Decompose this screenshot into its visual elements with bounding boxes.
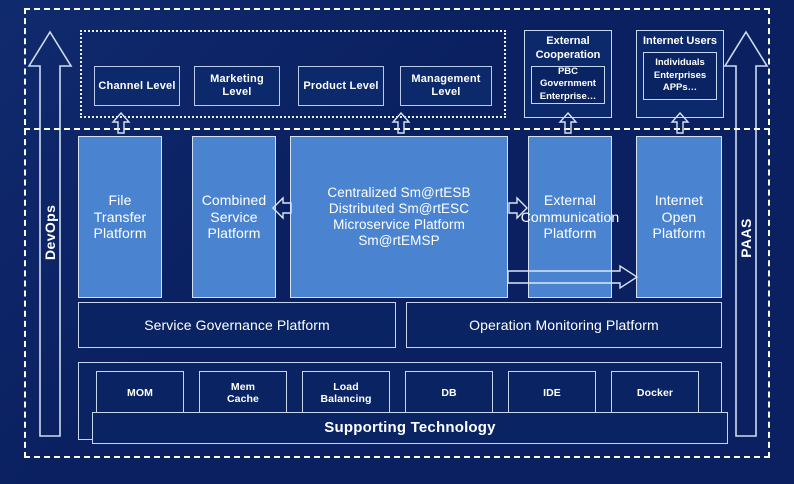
internet-users-detail: Individuals Enterprises APPs… [643,51,717,100]
platform-label-line: External [543,192,597,209]
technology-tile-line1: IDE [543,386,561,399]
external-cooperation-title: External Cooperation [525,31,611,63]
paas-label: PAAS [738,218,754,258]
platform-label-line: Platform [543,225,597,242]
connector-arrow-integration-core [391,111,411,134]
flow-arrow-core-to-external-comm [508,196,528,220]
platform-label-line: Open [661,208,697,225]
technology-tile-line2: Cache [226,393,259,405]
platform-file-transfer[interactable]: File Transfer Platform [78,136,162,298]
platform-label-line: Platform [207,225,261,242]
paas-arrow-icon [723,30,769,437]
business-level-channel[interactable]: Channel Level [94,66,180,106]
platform-label-line: Transfer [93,208,147,225]
external-cooperation-title-line2: Cooperation [535,48,601,61]
platform-label-line: Microservice Platform Sm@rtEMSP [333,217,465,248]
platform-label-line: Service [210,208,258,225]
business-level-label: Management Level [411,73,481,98]
technology-tile-line1: Docker [636,386,674,399]
technology-tile-db[interactable]: DB [405,371,493,415]
platform-label-line: Distributed Sm@rtESC [328,201,470,217]
platform-label-line: Platform [652,225,706,242]
platform-boundary-dashed-line [24,128,770,130]
technology-tile-mom[interactable]: MOM [96,371,184,415]
flow-arrow-core-to-internet-open [507,264,639,290]
business-level-label: Channel Level [98,79,176,92]
connector-arrow-internet-open [670,111,690,134]
technology-tile-docker[interactable]: Docker [611,371,699,415]
business-level-marketing[interactable]: Marketing Level [194,66,280,106]
platform-label-line: Combined [201,192,267,209]
internet-users-detail-line2: Enterprises [653,69,707,81]
external-cooperation-detail: PBC Government Enterprise… [531,65,605,104]
devops-label: DevOps [42,204,58,260]
diagram-outer-boundary [24,8,770,458]
internet-users-detail-line3: APPs… [662,81,698,93]
supporting-technology-banner[interactable]: Supporting Technology [92,412,728,444]
platform-label-line: Centralized Sm@rtESB [327,185,471,201]
business-level-product[interactable]: Product Level [298,66,384,106]
platform-label-line: File [108,192,132,209]
supporting-technology-label: Supporting Technology [324,419,496,437]
technology-tile-line1: MOM [127,386,153,399]
business-level-label: Product Level [303,79,379,92]
technology-tile-line2: Balancing [320,393,372,405]
paas-pillar [722,28,770,440]
management-platform-label: Service Governance Platform [144,316,330,333]
business-level-label: Marketing Level [210,73,264,98]
external-cooperation-group[interactable]: External Cooperation PBC Government Ente… [524,30,612,118]
platform-external-communication[interactable]: External Communication Platform [521,136,619,298]
technology-tile-mem-cache[interactable]: Mem Cache [199,371,287,415]
internet-users-group[interactable]: Internet Users Individuals Enterprises A… [636,30,724,118]
technology-tile-line1: Load [333,380,359,393]
platform-label-line: Platform [93,225,147,242]
management-platform-service-governance[interactable]: Service Governance Platform [78,302,396,348]
technology-tile-ide[interactable]: IDE [508,371,596,415]
internet-users-title: Internet Users [637,31,723,49]
platform-integration-core[interactable]: Centralized Sm@rtESB Distributed Sm@rtES… [290,136,508,298]
technology-tile-load-balancing[interactable]: Load Balancing [302,371,390,415]
business-level-management[interactable]: Management Level [400,66,492,106]
external-cooperation-detail-line2: Enterprise… [539,90,597,102]
management-platform-operation-monitoring[interactable]: Operation Monitoring Platform [406,302,722,348]
flow-arrow-core-to-combined [272,196,292,220]
management-platform-label: Operation Monitoring Platform [469,316,659,333]
platform-internet-open[interactable]: Internet Open Platform [636,136,722,298]
platform-combined-service[interactable]: Combined Service Platform [192,136,276,298]
platform-label-line: Internet [654,192,704,209]
platform-label-line: Communication [520,208,620,225]
technology-tile-line1: DB [441,386,457,399]
devops-arrow-icon [27,30,73,437]
internet-users-title-line1: Internet Users [643,35,717,47]
business-levels-group [80,30,506,118]
external-cooperation-title-line1: External [546,35,590,47]
connector-arrow-file-transfer [111,111,131,134]
external-cooperation-detail-line1: PBC Government [540,65,596,90]
connector-arrow-external-communication [558,111,578,134]
technology-tile-line1: Mem [230,380,256,393]
internet-users-detail-line1: Individuals [655,57,705,69]
devops-pillar [26,28,74,440]
